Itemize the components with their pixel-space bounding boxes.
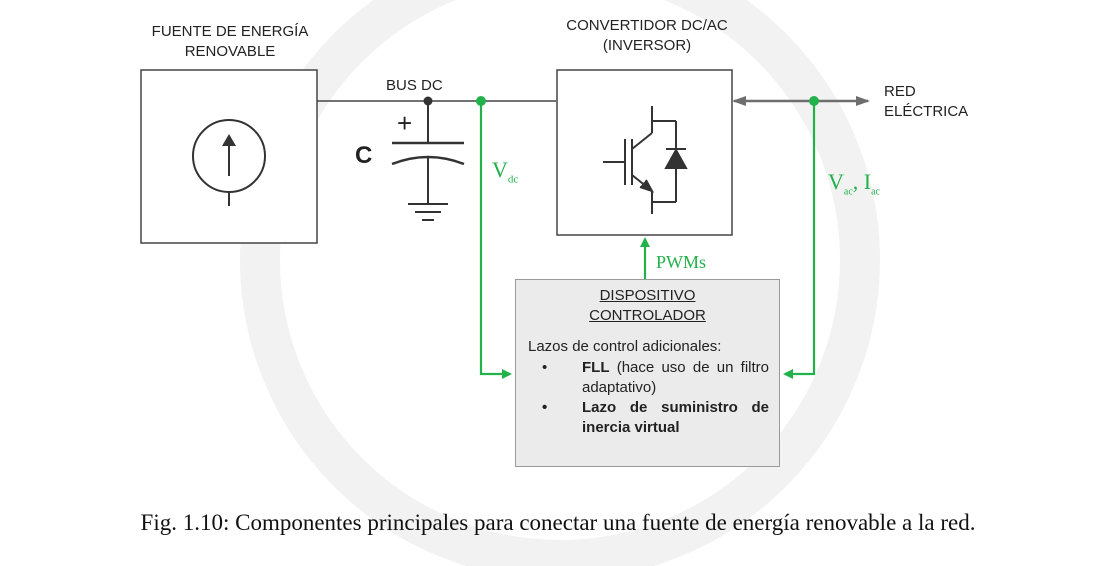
inverter-box [556,69,733,236]
igbt-icon [603,106,688,214]
vac-subscript: ac [843,186,853,198]
list-item-virtual-inertia: Lazo de suministro de inercia virtual [516,398,779,438]
vdc-subscript: dc [507,173,519,186]
source-label-line2: RENOVABLE [184,43,276,60]
grid-label-line1: RED [884,83,916,100]
iac-symbol: , I [852,169,872,194]
figure-caption: Fig. 1.10: Componentes principales para … [140,510,976,535]
source-label: FUENTE DE ENERGÍA RENOVABLE [120,22,340,62]
pwm-label: PWMs [656,252,707,272]
controller-title: DISPOSITIVO CONTROLADOR [516,286,779,326]
fll-term: FLL [582,359,610,376]
source-label-line1: FUENTE DE ENERGÍA [151,23,309,40]
controller-subtitle: Lazos de control adicionales: [528,338,722,355]
converter-label-line2: (INVERSOR) [602,37,692,54]
controller-title-line1: DISPOSITIVO [599,287,696,304]
controller-loop-list: FLL (hace uso de un filtro adaptativo) L… [516,358,779,438]
capacitor-icon [391,101,465,204]
vac-signal-line [783,101,816,379]
capacitor-label: C [355,142,373,169]
controller-box: DISPOSITIVO CONTROLADOR Lazos de control… [515,279,780,467]
vac-iac-label: Vac, Iac [828,169,880,202]
vdc-signal-line [479,101,512,379]
converter-label: CONVERTIDOR DC/AC (INVERSOR) [532,16,762,56]
grid-label-line2: ELÉCTRICA [884,103,969,120]
bus-dc-label: BUS DC [386,77,443,94]
controller-title-line2: CONTROLADOR [589,307,706,324]
fll-description: (hace uso de un filtro adaptativo) [582,359,769,396]
iac-subscript: ac [871,186,880,198]
vdc-label: Vdc [492,157,519,189]
grid-label: RED ELÉCTRICA [884,82,968,122]
list-item-fll: FLL (hace uso de un filtro adaptativo) [516,358,779,398]
capacitor-plus-sign: + [397,108,413,138]
vdc-symbol: V [492,157,508,182]
ground-icon [408,203,448,221]
current-source-icon [192,119,266,206]
vac-symbol: V [828,169,844,194]
converter-label-line1: CONVERTIDOR DC/AC [566,17,728,34]
